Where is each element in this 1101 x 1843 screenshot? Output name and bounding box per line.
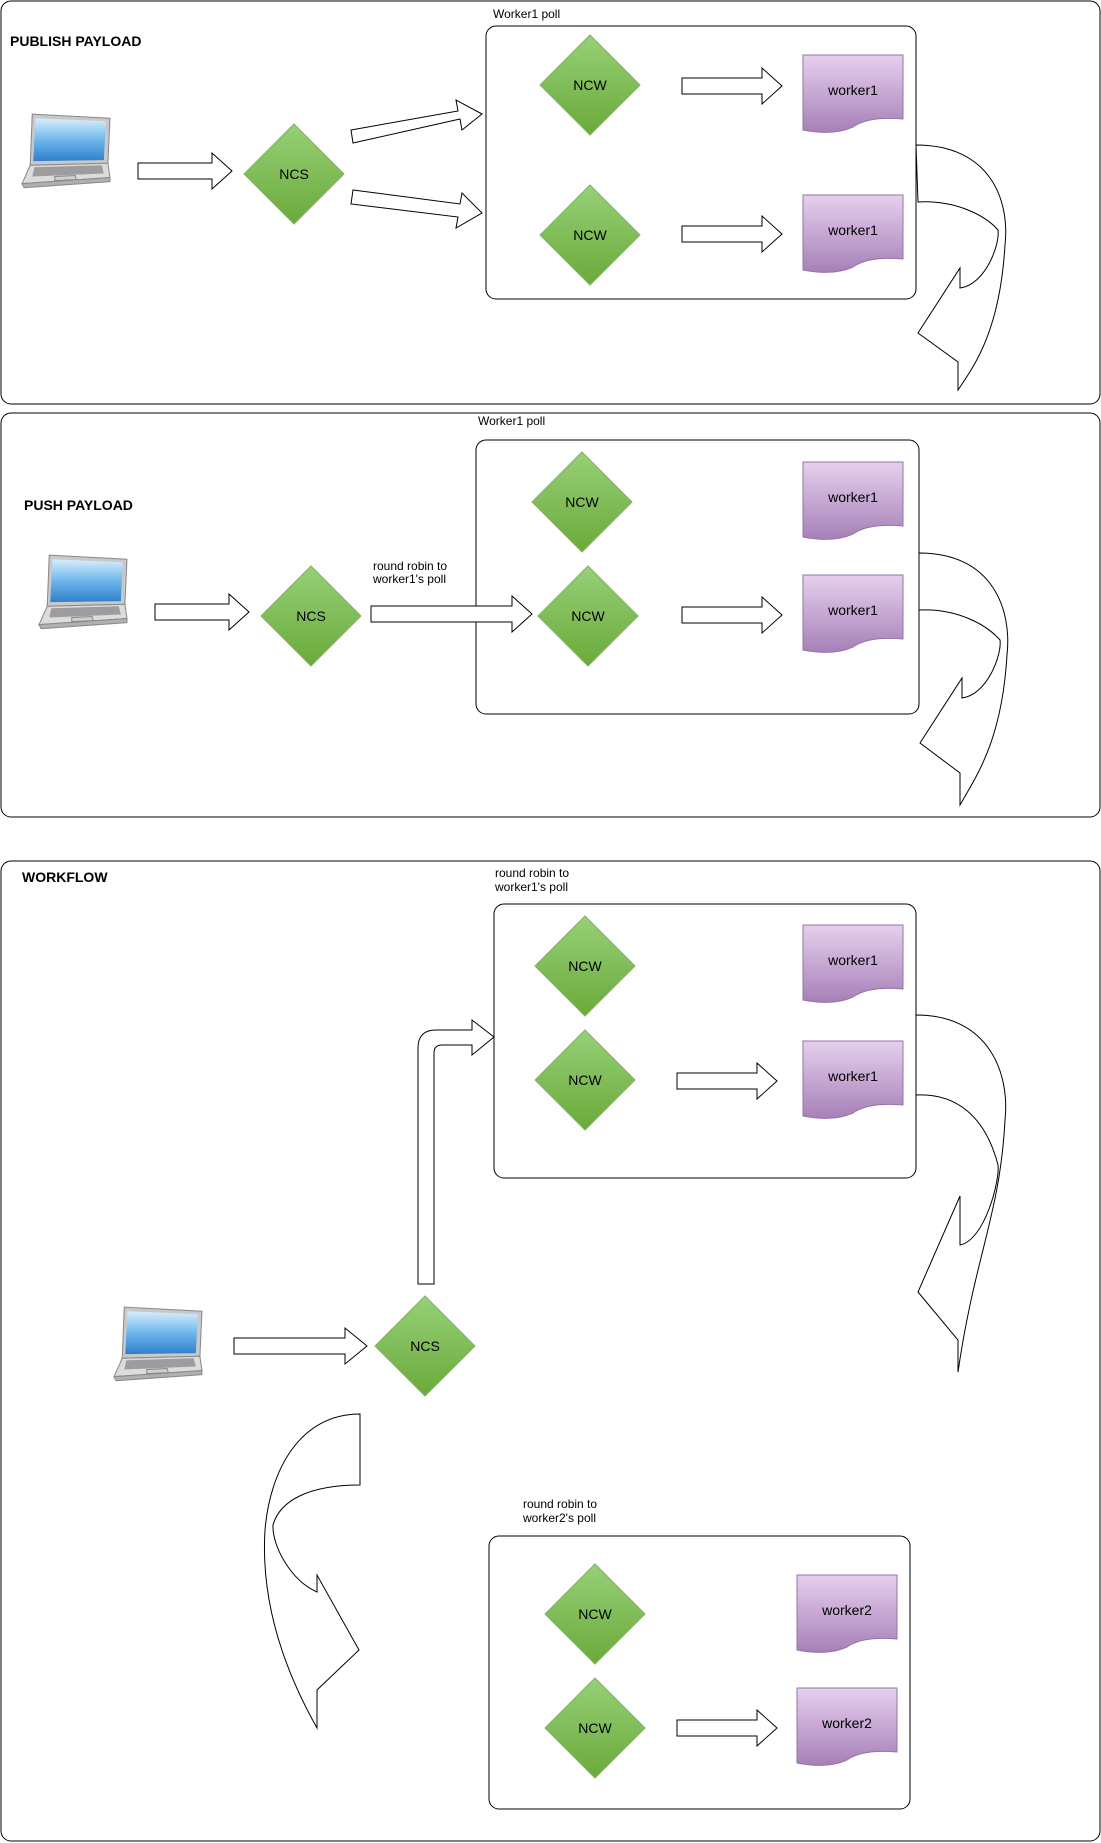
ncw-node: NCW xyxy=(544,1563,646,1665)
poll-label: Worker1 poll xyxy=(493,7,560,21)
worker-document: worker2 xyxy=(796,1687,898,1766)
worker-document: worker1 xyxy=(802,924,904,1003)
ncs-label: NCS xyxy=(410,1338,440,1354)
ncw-node: NCW xyxy=(531,451,633,553)
ncw-node: NCW xyxy=(544,1677,646,1779)
panel-push-payload: PUSH PAYLOAD Worker1 poll NCS round robi… xyxy=(0,412,1101,818)
ncs-label: NCS xyxy=(296,608,326,624)
worker-label: worker1 xyxy=(827,952,878,968)
ncw-label: NCW xyxy=(568,1072,602,1088)
panel-frame xyxy=(0,860,1101,1842)
loop-back-arrow xyxy=(918,552,1009,807)
arrow xyxy=(137,151,233,191)
arrow xyxy=(154,592,250,632)
panel-title: PUSH PAYLOAD xyxy=(24,497,133,513)
loop-back-arrow xyxy=(915,1014,1007,1373)
ncs-node: NCS xyxy=(260,565,362,667)
ncs-node: NCS xyxy=(243,123,345,225)
ncs-label: NCS xyxy=(279,166,309,182)
ncw-label: NCW xyxy=(573,77,607,93)
ncw-node: NCW xyxy=(534,915,636,1017)
laptop-icon xyxy=(21,113,111,189)
worker-document: worker1 xyxy=(802,1040,904,1119)
panel-title: WORKFLOW xyxy=(22,869,108,885)
worker-label: worker1 xyxy=(827,82,878,98)
panel-frame xyxy=(0,412,1101,818)
ncw-label: NCW xyxy=(568,958,602,974)
ncw-node: NCW xyxy=(537,565,639,667)
laptop-icon xyxy=(38,554,128,630)
ncw-node: NCW xyxy=(539,184,641,286)
poll-label: Worker1 poll xyxy=(478,414,545,428)
worker-label: worker1 xyxy=(827,222,878,238)
panel-workflow: WORKFLOW round robin to worker1's poll N… xyxy=(0,860,1101,1842)
worker-poll-group xyxy=(488,1535,911,1810)
worker-document: worker1 xyxy=(802,194,904,273)
arrow xyxy=(681,595,783,635)
round-robin-label: worker2's poll xyxy=(522,1511,596,1525)
worker-poll-group xyxy=(485,25,917,300)
ncw-node: NCW xyxy=(539,34,641,136)
ncs-node: NCS xyxy=(374,1295,476,1397)
worker-label: worker2 xyxy=(821,1602,872,1618)
arrow xyxy=(676,1708,778,1748)
panel-frame xyxy=(0,0,1101,405)
worker-label: worker1 xyxy=(827,1068,878,1084)
worker-label: worker1 xyxy=(827,489,878,505)
panel-publish-payload: PUBLISH PAYLOAD Worker1 poll NCS NCW NCW… xyxy=(0,0,1101,405)
round-robin-label: round robin to xyxy=(495,866,569,880)
worker-document: worker1 xyxy=(802,574,904,653)
worker-document: worker1 xyxy=(802,461,904,540)
ncw-node: NCW xyxy=(534,1029,636,1131)
ncw-label: NCW xyxy=(573,227,607,243)
arrow xyxy=(681,66,783,106)
worker-label: worker1 xyxy=(827,602,878,618)
worker-document: worker1 xyxy=(802,54,904,133)
arrow xyxy=(681,214,783,254)
elbow-arrow xyxy=(417,1018,495,1285)
panel-title: PUBLISH PAYLOAD xyxy=(10,33,141,49)
ncw-label: NCW xyxy=(565,494,599,510)
arrow xyxy=(676,1061,778,1101)
arrow xyxy=(350,99,483,144)
ncw-label: NCW xyxy=(578,1606,612,1622)
arrow xyxy=(370,594,533,634)
ncw-label: NCW xyxy=(578,1720,612,1736)
laptop-icon xyxy=(113,1306,203,1382)
round-robin-label: round robin to xyxy=(373,559,447,573)
arrow xyxy=(350,189,483,229)
round-robin-label: round robin to xyxy=(523,1497,597,1511)
worker-label: worker2 xyxy=(821,1715,872,1731)
loop-back-arrow xyxy=(263,1413,361,1730)
arrow xyxy=(233,1326,368,1366)
ncw-label: NCW xyxy=(571,608,605,624)
worker-document: worker2 xyxy=(796,1574,898,1653)
round-robin-label: worker1's poll xyxy=(372,572,446,586)
round-robin-label: worker1's poll xyxy=(494,880,568,894)
loop-back-arrow xyxy=(915,144,1007,392)
